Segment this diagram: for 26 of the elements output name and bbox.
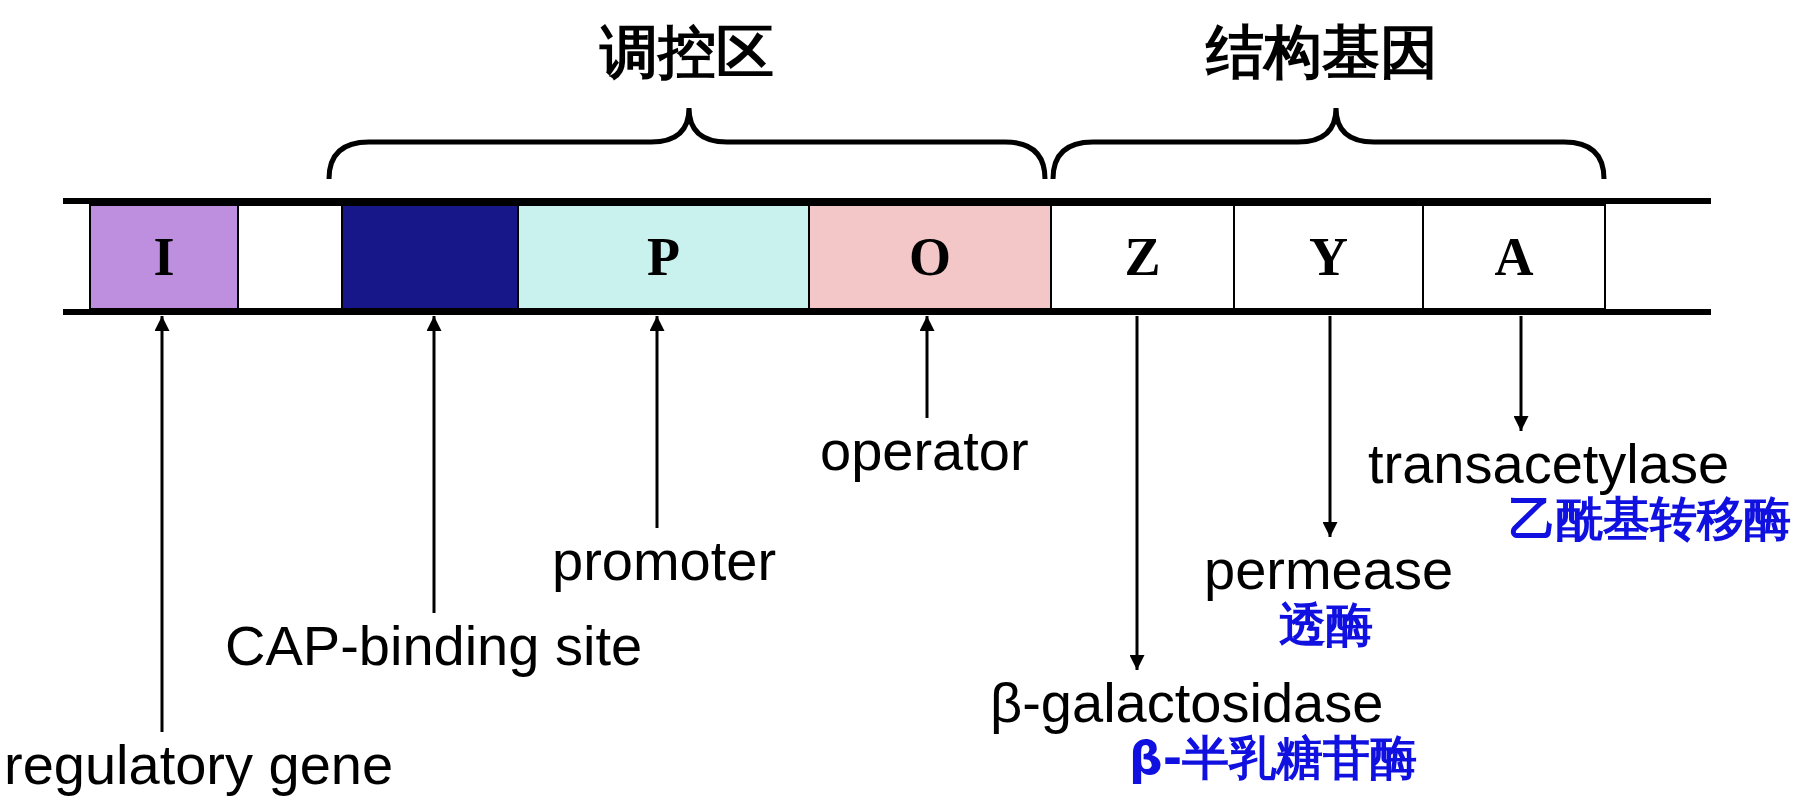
enzyme-name: β-galactosidase — [990, 674, 1385, 732]
gene-box: O — [808, 204, 1052, 310]
gene-box: P — [517, 204, 810, 310]
arrow — [154, 316, 170, 732]
gene-label: promoter — [552, 532, 777, 590]
gene-label: operator — [820, 422, 1029, 480]
arrow — [1513, 316, 1529, 431]
arrow — [426, 316, 442, 613]
enzyme-name-chinese: β-半乳糖苷酶 — [1129, 732, 1418, 784]
gene-box: I — [89, 204, 239, 310]
arrow — [1129, 316, 1145, 670]
arrow — [649, 316, 665, 528]
enzyme-name: permease — [1204, 541, 1454, 599]
enzyme-name-chinese: 透酶 — [1279, 599, 1373, 651]
region-box — [237, 204, 343, 310]
region-title: 调控区 — [600, 20, 774, 84]
gene-label: CAP-binding site — [225, 617, 643, 675]
gene-box: Z — [1050, 204, 1235, 310]
region-title: 结构基因 — [1206, 20, 1438, 84]
gene-box: A — [1422, 204, 1606, 310]
arrow — [1322, 316, 1338, 537]
region-box — [341, 204, 519, 310]
enzyme-name: transacetylase — [1368, 435, 1731, 493]
gene-box: Y — [1233, 204, 1424, 310]
gene-label: regulatory gene — [4, 736, 394, 794]
arrow — [919, 316, 935, 418]
